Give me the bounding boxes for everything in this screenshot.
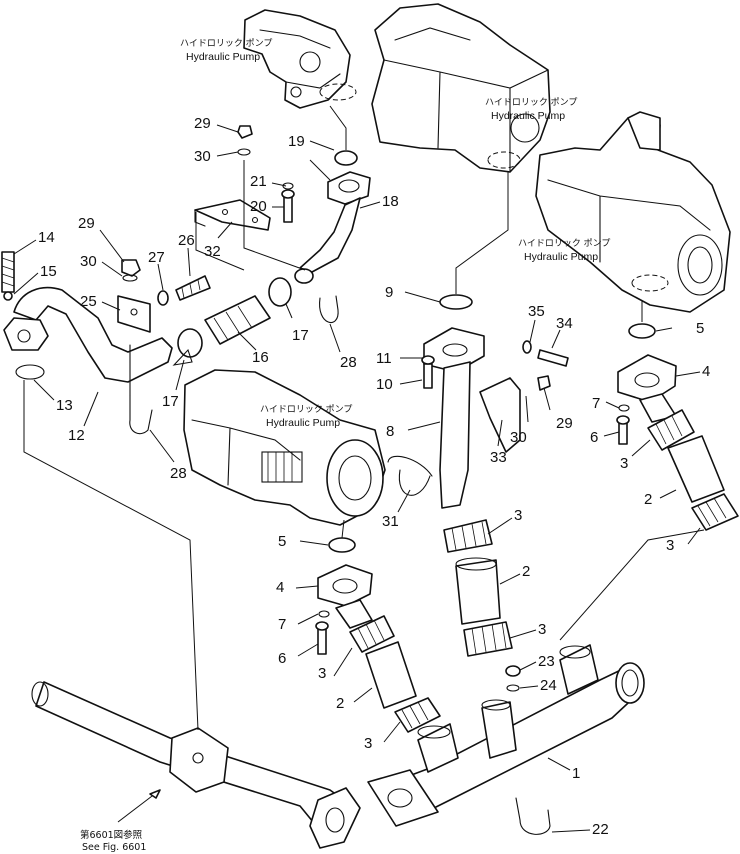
- callout-22: 22: [592, 821, 609, 838]
- callout-10: 10: [376, 376, 393, 393]
- callout-25: 25: [80, 293, 97, 310]
- svg-text:ハイドロリック ポンプ: ハイドロリック ポンプ: [180, 38, 272, 49]
- callout-18: 18: [382, 193, 399, 210]
- svg-text:ハイドロリック ポンプ: ハイドロリック ポンプ: [260, 404, 352, 415]
- left-suction-pipe-assembly: [1, 251, 292, 435]
- svg-text:第6601図参照: 第6601図参照: [80, 829, 143, 841]
- callout-3-left-upper: 3: [318, 665, 326, 682]
- callout-5-left: 5: [278, 533, 286, 550]
- callout-3-right-lower: 3: [666, 537, 674, 554]
- callout-3-left-lower: 3: [364, 735, 372, 752]
- svg-text:Hydraulic Pump: Hydraulic Pump: [266, 417, 340, 429]
- callout-29-left: 29: [78, 215, 95, 232]
- callout-3-center-upper: 3: [514, 507, 522, 524]
- callout-12: 12: [68, 427, 85, 444]
- callout-14: 14: [38, 229, 55, 246]
- callout-8: 8: [386, 423, 394, 440]
- callout-17-right: 17: [292, 327, 309, 344]
- connection-lines: [23, 105, 705, 731]
- hydraulic-pump-right: [535, 111, 731, 313]
- svg-text:Hydraulic Pump: Hydraulic Pump: [186, 51, 260, 63]
- upper-flange-and-tube: [194, 125, 371, 323]
- svg-text:ハイドロリック ポンプ: ハイドロリック ポンプ: [485, 97, 577, 108]
- pump-label-4: ハイドロリック ポンプ Hydraulic Pump: [260, 404, 352, 429]
- callout-4-right: 4: [702, 363, 710, 380]
- callout-28-lower: 28: [170, 465, 187, 482]
- callout-29-center: 29: [556, 415, 573, 432]
- callout-2-right: 2: [644, 491, 652, 508]
- callout-24: 24: [540, 677, 557, 694]
- callout-6-left: 6: [278, 650, 286, 667]
- callout-30-center: 30: [510, 429, 527, 446]
- callout-30: 30: [194, 148, 211, 165]
- callout-15: 15: [40, 263, 57, 280]
- callout-35: 35: [528, 303, 545, 320]
- callout-2-center: 2: [522, 563, 530, 580]
- callout-6-right: 6: [590, 429, 598, 446]
- callout-30-left: 30: [80, 253, 97, 270]
- callout-28-upper: 28: [340, 354, 357, 371]
- callout-21: 21: [250, 173, 267, 190]
- callout-13: 13: [56, 397, 73, 414]
- svg-text:See Fig. 6601: See Fig. 6601: [82, 842, 146, 853]
- callout-7-left: 7: [278, 616, 286, 633]
- callout-31: 31: [382, 513, 399, 530]
- callout-33: 33: [490, 449, 507, 466]
- callout-23: 23: [538, 653, 555, 670]
- svg-text:Hydraulic Pump: Hydraulic Pump: [524, 251, 598, 263]
- callout-3-right-upper: 3: [620, 455, 628, 472]
- callout-29: 29: [194, 115, 211, 132]
- callout-16: 16: [252, 349, 269, 366]
- left-flange-hose-assembly: [315, 537, 441, 733]
- svg-text:ハイドロリック ポンプ: ハイドロリック ポンプ: [518, 238, 610, 249]
- referenced-pipe: [31, 681, 361, 849]
- callout-7-right: 7: [592, 395, 600, 412]
- svg-text:Hydraulic Pump: Hydraulic Pump: [491, 110, 565, 122]
- callout-3-center-lower: 3: [538, 621, 546, 638]
- callout-1: 1: [572, 765, 580, 782]
- pump-label-2: ハイドロリック ポンプ Hydraulic Pump: [485, 97, 577, 122]
- pump-label-1: ハイドロリック ポンプ Hydraulic Pump: [180, 38, 272, 63]
- callout-17-left: 17: [162, 393, 179, 410]
- hydraulic-pump-top-middle: [371, 3, 551, 173]
- pump-label-3: ハイドロリック ポンプ Hydraulic Pump: [518, 238, 610, 263]
- callout-19: 19: [288, 133, 305, 150]
- callout-11: 11: [376, 350, 392, 367]
- center-hose-set: [443, 519, 521, 692]
- callout-26: 26: [178, 232, 195, 249]
- callout-2-left: 2: [336, 695, 344, 712]
- callout-5-right: 5: [696, 320, 704, 337]
- callout-9: 9: [385, 284, 393, 301]
- center-pipe-assembly: [387, 294, 569, 509]
- callout-34: 34: [556, 315, 573, 332]
- callout-32: 32: [204, 243, 221, 260]
- callouts: 29 30 19 21 20 18 32 26 27 29 30 14 15 2…: [13, 115, 710, 838]
- callout-20: 20: [250, 198, 267, 215]
- callout-4-left: 4: [276, 579, 284, 596]
- right-flange-hose-assembly: [616, 323, 739, 531]
- hydraulic-pump-lower: [183, 369, 386, 526]
- callout-27: 27: [148, 249, 165, 266]
- manifold-pipe: [367, 644, 645, 835]
- see-figure-note: 第6601図参照 See Fig. 6601: [80, 789, 161, 853]
- hydraulic-pump-top-left: [243, 9, 357, 109]
